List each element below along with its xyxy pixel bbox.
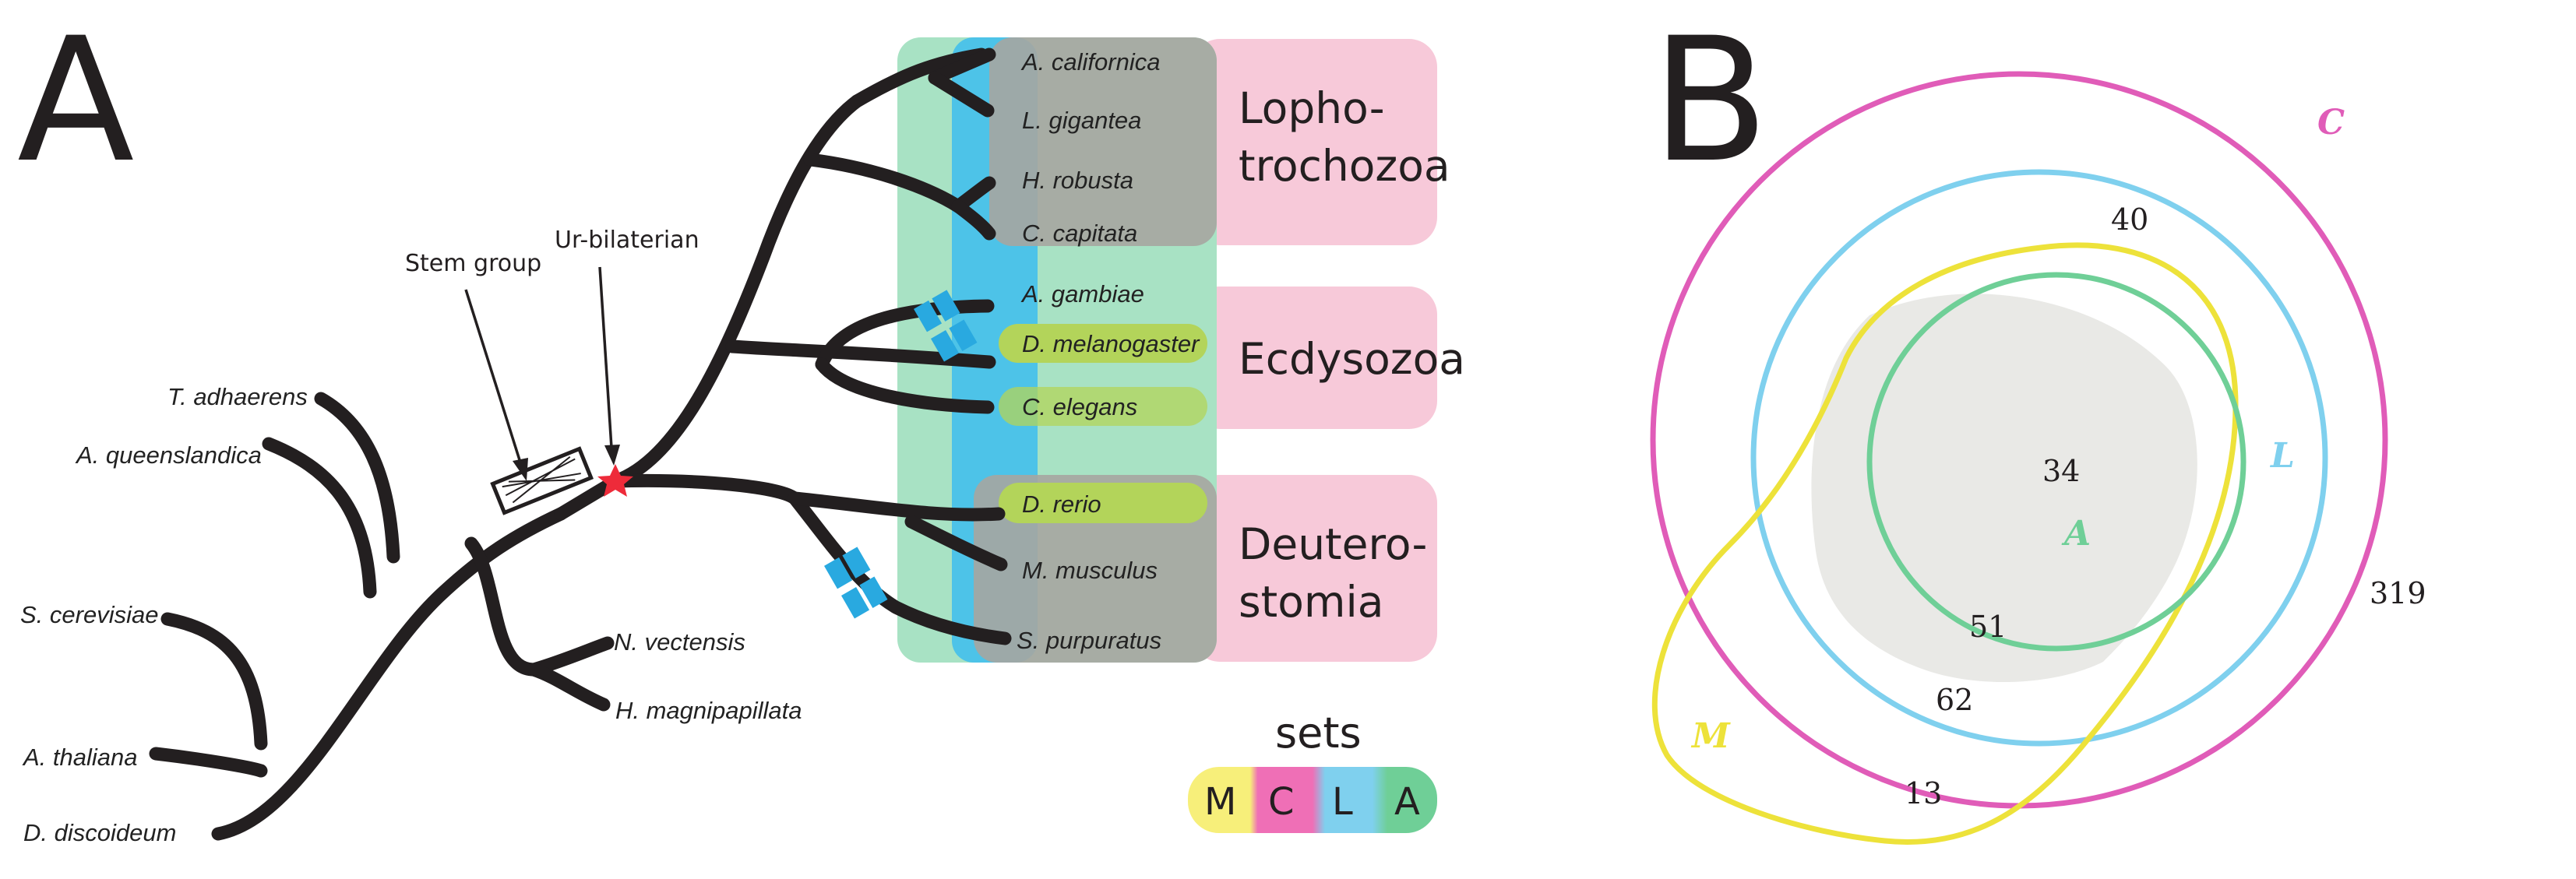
ur-bilaterian-arrow <box>598 266 620 466</box>
venn-set-l <box>1750 169 2328 747</box>
legend-label-a: A <box>1394 780 1420 824</box>
count-c-and-l: 40 <box>2111 202 2148 237</box>
phylogenetic-tree <box>149 47 1012 841</box>
stem-group-arrow <box>464 289 528 481</box>
species-label: C. elegans <box>1022 393 1137 420</box>
stem-group-label: Stem group <box>405 250 541 277</box>
panel-label-b: B <box>1651 1 1769 200</box>
venn-set-a <box>1866 272 2247 652</box>
species-label: H. magnipapillata <box>615 697 802 724</box>
sets-legend: sets M C L A <box>1188 708 1437 833</box>
clade-label-lophotrochozoa-line1: Lopho- <box>1239 83 1385 133</box>
highlight-c-elegans <box>999 387 1207 426</box>
species-label: C. capitata <box>1022 220 1137 247</box>
venn-label-m: M <box>1690 716 1731 756</box>
count-only-c: 319 <box>2370 576 2426 610</box>
duplication-icon-ecdysozoa <box>914 290 978 362</box>
species-label: L. gigantea <box>1022 107 1141 134</box>
ur-bilaterian-star <box>597 464 633 497</box>
clade-label-deuterostomia-line1: Deutero- <box>1239 519 1427 569</box>
clade-label-ecdysozoa: Ecdysozoa <box>1239 334 1465 384</box>
legend-bar <box>1188 767 1437 833</box>
clade-box-ecdysozoa <box>1192 287 1437 429</box>
species-label: S. purpuratus <box>1017 627 1161 654</box>
species-label: D. rerio <box>1022 490 1101 518</box>
legend-label-l: L <box>1332 780 1353 824</box>
count-c-and-m: 62 <box>1936 683 1973 717</box>
clade-box-lophotrochozoa <box>1192 39 1437 245</box>
species-label: D. discoideum <box>23 819 176 846</box>
legend-label-m: M <box>1204 780 1236 824</box>
highlight-d-melanogaster <box>999 324 1207 363</box>
set-band-grey-top <box>989 37 1217 246</box>
clade-label-deuterostomia-line2: stomia <box>1239 577 1383 627</box>
duplication-icon-deuterostomia <box>824 547 888 619</box>
venn-label-c: C <box>2317 103 2345 142</box>
clade-box-deuterostomia <box>1192 475 1437 662</box>
stem-group-marker <box>490 446 594 515</box>
species-label: D. melanogaster <box>1022 330 1200 357</box>
species-label: A. californica <box>1020 48 1160 76</box>
species-label: A. queenslandica <box>75 441 262 469</box>
venn-label-a: A <box>2061 514 2091 554</box>
species-label: H. robusta <box>1022 167 1133 194</box>
species-label: M. musculus <box>1022 557 1158 584</box>
highlight-d-rerio <box>999 483 1207 523</box>
species-label: S. cerevisiae <box>20 601 158 628</box>
venn-core-region <box>1811 294 2197 683</box>
panel-label-a: A <box>17 1 135 200</box>
legend-title: sets <box>1275 708 1362 758</box>
species-label: A. thaliana <box>22 744 138 771</box>
venn-diagram: C L A M 40 34 319 51 62 13 <box>1650 71 2426 845</box>
species-label: T. adhaerens <box>167 383 308 410</box>
ur-bilaterian-label: Ur-bilaterian <box>555 227 700 254</box>
venn-label-l: L <box>2269 436 2295 476</box>
count-l-and-m: 51 <box>1969 610 2007 644</box>
legend-label-c: C <box>1268 780 1295 824</box>
species-label: N. vectensis <box>614 628 745 656</box>
count-a-core: 34 <box>2042 454 2080 488</box>
clade-label-lophotrochozoa-line2: trochozoa <box>1239 141 1450 191</box>
species-label: A. gambiae <box>1020 280 1144 308</box>
count-m-only: 13 <box>1905 776 1942 810</box>
